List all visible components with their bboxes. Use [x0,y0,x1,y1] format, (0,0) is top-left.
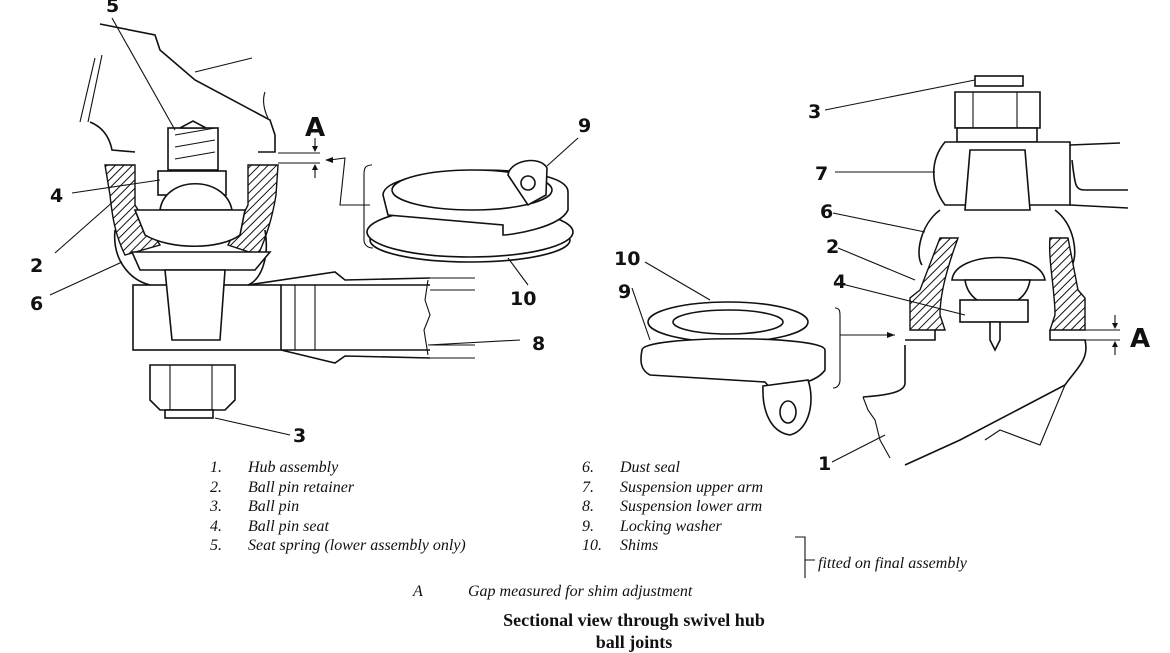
ball-pin-nut-left [149,364,236,411]
legend-item: 6.Dust seal [582,459,680,476]
callout-4-right: 4 [833,271,846,293]
hub-assembly [862,330,1087,466]
callout-6-right: 6 [820,201,833,223]
callout-7: 7 [815,163,828,185]
callout-2-right: 2 [826,236,839,258]
callout-3-right: 3 [808,101,821,123]
legend-item: 5.Seat spring (lower assembly only) [210,537,466,554]
callout-10-lower: 10 [614,248,640,270]
callout-4: 4 [50,185,63,207]
legend-item: 3.Ball pin [210,498,300,515]
hub-outline-left [89,121,136,153]
legend-left-column: 1.Hub assembly 2.Ball pin retainer 3.Bal… [210,458,466,556]
lower-ball-joint-assembly: 5 4 2 6 3 8 A [30,0,545,447]
ball-pin-retainer-right [909,237,959,331]
gap-label-A-right: A [1130,324,1150,354]
dust-seal-right [918,209,1076,266]
callout-9-lower: 9 [618,281,631,303]
callout-8: 8 [532,333,545,355]
gap-legend-row: A Gap measured for shim adjustment [413,583,692,601]
washer-shim-lower: 10 9 [614,248,895,436]
legend-item: 4.Ball pin seat [210,517,329,535]
suspension-lower-arm [247,271,431,364]
ball-pin-seat-right [959,299,1029,323]
callout-9-upper: 9 [578,115,591,137]
washer-shim-upper: 9 10 [363,115,591,310]
figure-caption: Sectional view through swivel hub ball j… [469,609,799,653]
callout-10-upper: 10 [510,288,536,310]
callout-3: 3 [293,425,306,447]
caption-line-2: ball joints [595,632,673,652]
callout-1: 1 [818,453,831,475]
legend-right-column: 6.Dust seal 7.Suspension upper arm 8.Sus… [582,458,763,556]
hub-outline-upper [99,23,276,153]
upper-ball-joint-assembly: 3 7 6 2 4 1 A [808,75,1150,475]
dust-seal-left [113,229,268,286]
legend-item: 8.Suspension lower arm [582,498,763,515]
legend-item: 2.Ball pin retainer [210,478,355,496]
bracket-note: fitted on final assembly [818,555,967,572]
caption-line-1: Sectional view through swivel hub [503,610,765,630]
gap-key: A [413,583,423,600]
ball-pin-nut-right [954,91,1041,129]
locking-washer-lower [640,338,826,389]
ball-pin-ball-right [951,256,1046,281]
gap-description: Gap measured for shim adjustment [468,583,693,600]
callout-6: 6 [30,293,43,315]
ball-pin-ball-left [159,182,233,211]
legend-item: 1.Hub assembly [210,459,339,476]
gap-label-A-left: A [305,113,325,143]
legend-item: 10.Shims [582,537,659,554]
callout-5: 5 [106,0,119,17]
callout-2: 2 [30,255,43,277]
seat-spring [167,127,219,171]
legend-bracket [795,536,815,578]
legend-item: 7.Suspension upper arm [582,478,764,496]
legend-item: 9.Locking washer [582,517,722,535]
